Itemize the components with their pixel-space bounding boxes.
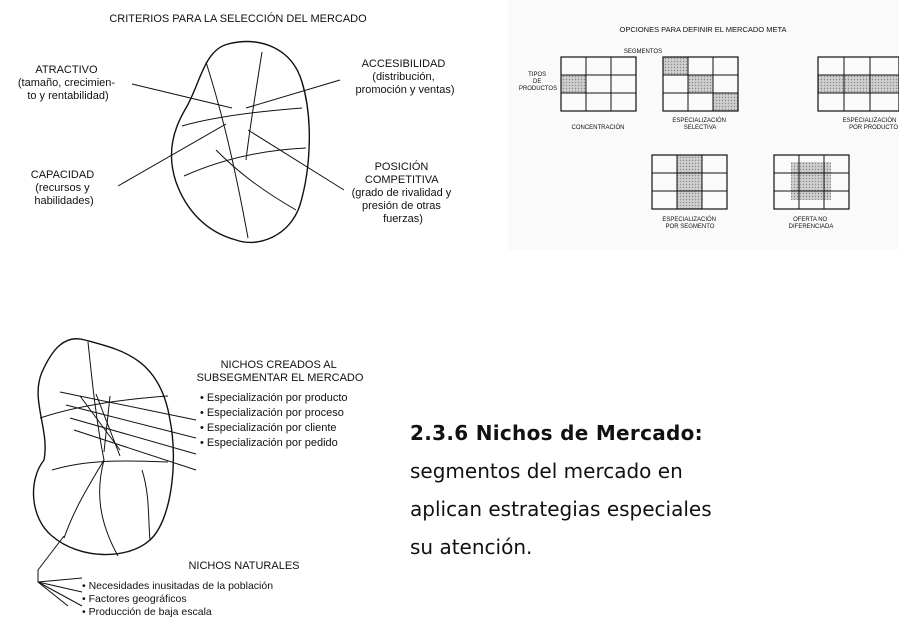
criterios-diagram: CRITERIOS PARA LA SELECCIÓN DEL MERCADO … xyxy=(18,12,455,244)
nichos-inner-lines xyxy=(39,341,169,557)
blob-inner-lines xyxy=(181,51,307,239)
nichos-creados-arrows xyxy=(59,391,197,471)
nichos-naturales-list: • Necesidades inusitadas de la población… xyxy=(82,580,276,618)
caption-producto: ESPECIALIZACIÓN POR PRODUCTO xyxy=(843,117,899,131)
nichos-diagram: NICHOS CREADOS AL SUBSEGMENTAR EL MERCAD… xyxy=(32,338,364,618)
posicion-label: POSICIÓN COMPETITIVA (grado de rivalidad… xyxy=(352,160,455,225)
section-text: 2.3.6 Nichos de Mercado: segmentos del m… xyxy=(410,414,899,566)
body-line-2: aplican estrategias especiales xyxy=(410,497,712,521)
nichos-naturales-arrows xyxy=(37,535,83,607)
grid-producto xyxy=(817,56,899,112)
grid-segmento xyxy=(651,154,728,210)
segmentos-label: SEGMENTOS xyxy=(624,49,662,55)
grid-no-diferenciada xyxy=(773,154,850,210)
nichos-naturales-title: NICHOS NATURALES xyxy=(188,560,299,572)
caption-selectiva: ESPECIALIZACIÓN SELECTIVA xyxy=(672,117,727,131)
caption-concentracion: CONCENTRACIÓN xyxy=(571,124,624,131)
atractivo-label: ATRACTIVO (tamaño, crecimien- to y renta… xyxy=(18,64,118,102)
opciones-panel xyxy=(508,0,899,250)
criterios-title: CRITERIOS PARA LA SELECCIÓN DEL MERCADO xyxy=(109,12,367,25)
section-heading: 2.3.6 Nichos de Mercado: xyxy=(410,421,703,445)
body-line-3: su atención. xyxy=(410,535,533,559)
market-blob xyxy=(170,40,310,244)
accesibilidad-label: ACCESIBILIDAD (distribución, promoción y… xyxy=(355,58,454,96)
caption-segmento: ESPECIALIZACIÓN POR SEGMENTO xyxy=(662,216,717,230)
tipos-label: TIPOS DE PRODUCTOS xyxy=(519,72,557,92)
grid-selectiva xyxy=(662,56,739,112)
body-line-1: segmentos del mercado en xyxy=(410,459,683,483)
criterios-arrows xyxy=(117,79,345,191)
nichos-blob xyxy=(32,338,175,556)
nichos-creados-list: • Especialización por producto • Especia… xyxy=(200,392,351,449)
grid-concentracion xyxy=(560,56,637,112)
caption-no-diferenciada: OFERTA NO DIFERENCIADA xyxy=(789,217,834,230)
opciones-title: OPCIONES PARA DEFINIR EL MERCADO META xyxy=(620,25,787,34)
opciones-diagram: OPCIONES PARA DEFINIR EL MERCADO META SE… xyxy=(519,25,899,230)
nichos-creados-title: NICHOS CREADOS AL SUBSEGMENTAR EL MERCAD… xyxy=(197,359,364,384)
capacidad-label: CAPACIDAD (recursos y habilidades) xyxy=(31,169,97,207)
